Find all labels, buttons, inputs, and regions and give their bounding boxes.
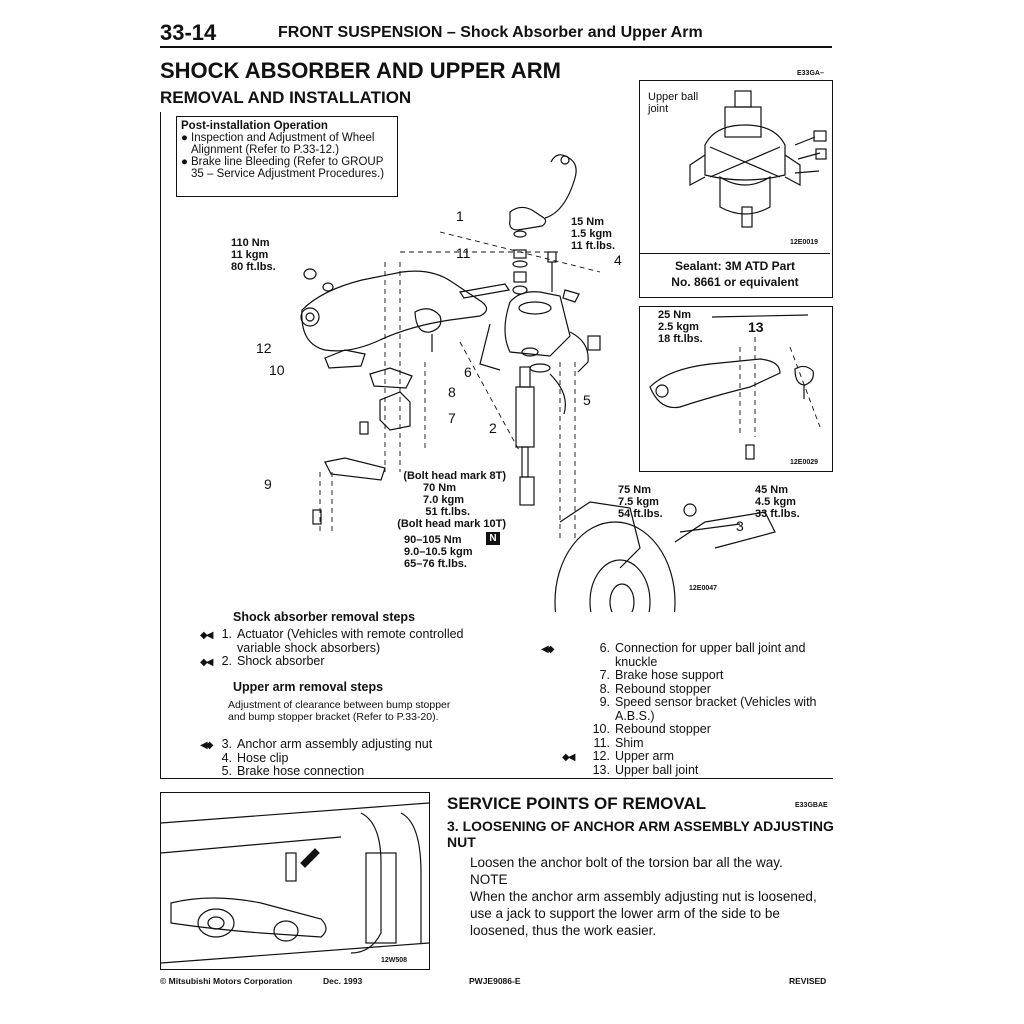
figure-id-ball-joint: 12E0019 xyxy=(790,239,819,246)
arrow-marker: ◀◆ xyxy=(541,644,554,655)
callout-6: 6 xyxy=(464,364,472,380)
step-10: 10.Rebound stopper xyxy=(592,722,711,736)
right-steps-list: 6.Connection for upper ball joint and kn… xyxy=(592,641,836,777)
footer-status: REVISED xyxy=(789,976,827,986)
header-title: FRONT SUSPENSION – Shock Absorber and Up… xyxy=(278,24,703,41)
callout-4: 4 xyxy=(614,252,622,268)
post-installation-box: Post-installation Operation ●Inspection … xyxy=(176,116,398,197)
arrow-marker: ◆◀ xyxy=(562,752,575,763)
service-point-heading: 3. LOOSENING OF ANCHOR ARM ASSEMBLY ADJU… xyxy=(447,818,834,850)
step-9: 9.Speed sensor bracket (Vehicles with A.… xyxy=(599,695,817,723)
step-5: 5.Brake hose connection xyxy=(221,764,365,778)
arrow-marker: ◆◀ xyxy=(200,657,213,668)
step-2: 2.Shock absorber xyxy=(221,654,325,668)
footer-copyright: © Mitsubishi Motors Corporation xyxy=(160,976,293,986)
arrow-marker: ◀◆ xyxy=(200,740,213,751)
step-4: 4.Hose clip xyxy=(221,750,289,765)
step-8: 8.Rebound stopper xyxy=(599,681,711,696)
figure-id-photo: 12W508 xyxy=(381,957,408,964)
service-points-code: E33GBAE xyxy=(795,802,828,809)
diagram-frame xyxy=(160,112,833,779)
footer-date: Dec. 1993 xyxy=(323,976,363,986)
upper-arm-steps-note: Adjustment of clearance between bump sto… xyxy=(228,699,451,723)
shock-steps-title: Shock absorber removal steps xyxy=(233,610,416,624)
shock-steps-list: 1.Actuator (Vehicles with remote control… xyxy=(214,627,474,669)
callout-8: 8 xyxy=(448,384,456,400)
step-6: 6.Connection for upper ball joint and kn… xyxy=(599,641,806,669)
callout-13: 13 xyxy=(748,319,764,335)
step-13: 13.Upper ball joint xyxy=(592,762,699,777)
section-title: SHOCK ABSORBER AND UPPER ARM xyxy=(160,58,561,83)
n-mark-badge: N xyxy=(486,532,500,545)
section-code: E33GA– xyxy=(797,70,824,77)
step-3: 3.Anchor arm assembly adjusting nut xyxy=(221,737,433,751)
upper-ball-joint-label: Upper ball joint xyxy=(648,91,699,115)
step-7: 7.Brake hose support xyxy=(599,668,724,682)
callout-2: 2 xyxy=(489,420,497,436)
anchor-arm-illustration: 12W508 xyxy=(160,792,430,970)
header-rule xyxy=(160,46,832,48)
anchor-arm-drawing xyxy=(161,802,429,964)
figure-id-main: 12E0047 xyxy=(689,585,718,592)
note-body: When the anchor arm assembly adjusting n… xyxy=(470,889,817,938)
step-12: 12.Upper arm xyxy=(592,749,675,763)
callout-12: 12 xyxy=(256,340,272,356)
page-number: 33-14 xyxy=(160,20,217,45)
footer-doc-code: PWJE9086-E xyxy=(469,976,521,986)
callout-1: 1 xyxy=(456,208,464,224)
service-point-body: Loosen the anchor bolt of the torsion ba… xyxy=(470,854,836,939)
section-subtitle: REMOVAL AND INSTALLATION xyxy=(160,88,412,107)
inset-ball-joint: Upper ball joint 12E0019 Sealant: 3M ATD… xyxy=(639,80,833,298)
figure-id-upper-arm: 12E0029 xyxy=(790,459,819,466)
post-installation-item: ●Inspection and Adjustment of Wheel Alig… xyxy=(181,132,375,156)
post-installation-title: Post-installation Operation xyxy=(181,120,328,132)
callout-11: 11 xyxy=(456,245,471,261)
main-exploded-diagram xyxy=(300,154,776,612)
callout-5: 5 xyxy=(583,392,591,408)
arrow-marker: ◆◀ xyxy=(200,630,213,641)
callout-7: 7 xyxy=(448,410,456,426)
post-installation-item: ●Brake line Bleeding (Refer to GROUP 35 … xyxy=(181,156,385,180)
torque-center: (Bolt head mark 8T) 70 Nm 7.0 kgm 51 ft.… xyxy=(397,470,506,530)
note-label: NOTE xyxy=(470,872,508,887)
ball-joint-illustration xyxy=(689,90,827,228)
step-11: 11.Shim xyxy=(593,735,644,750)
service-points-title: SERVICE POINTS OF REMOVAL xyxy=(447,794,707,813)
callout-9: 9 xyxy=(264,476,272,492)
callout-3: 3 xyxy=(736,518,744,534)
upper-arm-steps-title: Upper arm removal steps xyxy=(233,680,384,694)
upper-arm-illustration xyxy=(649,314,821,460)
sealant-note: Sealant: 3M ATD Part No. 8661 or equival… xyxy=(640,253,830,290)
callout-10: 10 xyxy=(269,362,285,378)
upper-arm-steps-list: 3.Anchor arm assembly adjusting nut 4.Ho… xyxy=(214,737,474,779)
step-1: 1.Actuator (Vehicles with remote control… xyxy=(221,627,464,655)
